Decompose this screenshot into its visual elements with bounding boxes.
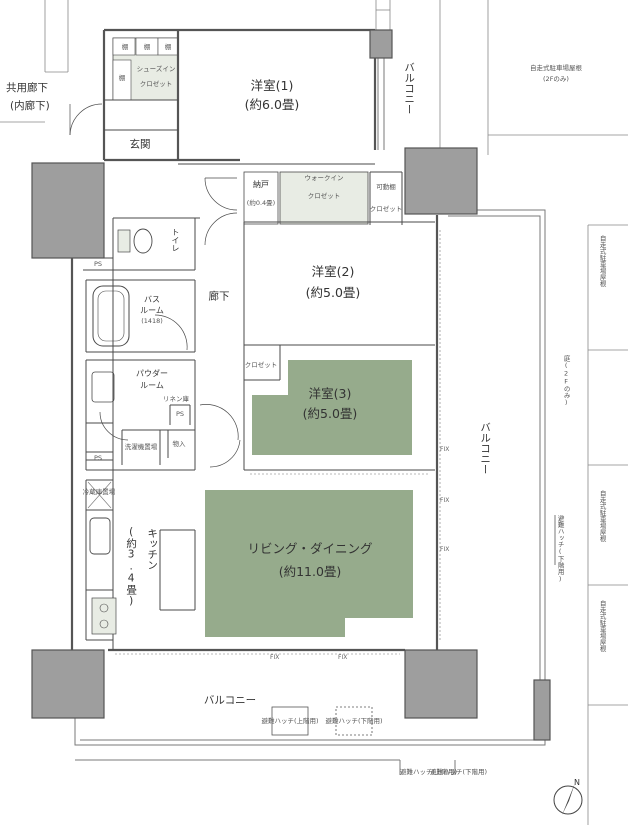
- walls: [70, 28, 439, 652]
- column-sw: [31, 649, 105, 719]
- closet-2-label: クロゼット: [369, 204, 403, 213]
- bathroom-sub: ルーム: [140, 306, 164, 315]
- compass-icon: [553, 783, 583, 815]
- room1-size: (約6.0畳): [244, 97, 300, 113]
- balcony-outline: [74, 58, 556, 775]
- fix-5: FIX: [338, 654, 348, 661]
- toilet-bowl: [133, 228, 153, 254]
- balcony-north-label: バルコニー: [403, 62, 416, 115]
- tana-4: 棚: [118, 73, 126, 82]
- kadoudana-label: 可動棚: [376, 182, 396, 191]
- walkin-label: ウォークイン: [304, 173, 344, 182]
- nando-label: 納戸: [253, 180, 269, 189]
- powder-sub: ルーム: [140, 381, 164, 390]
- garage-roof-1: 自走式駐車場屋根: [598, 235, 607, 287]
- fix-1: FIX: [440, 446, 450, 453]
- garage-roof-top: 自走式駐車場屋根: [530, 63, 582, 72]
- fridge-label: 冷蔵庫置場: [82, 487, 116, 496]
- room2-name: 洋室(2): [311, 264, 355, 280]
- hatch-upper-label: 避難ハッチ(上階用): [261, 716, 319, 725]
- evac-upper-bottom: 避難ハッチ(上階用): [400, 768, 458, 776]
- powder-label: パウダー: [136, 369, 168, 378]
- nando-fill: [243, 171, 279, 225]
- washer-label: 洗濯機置場: [124, 442, 158, 451]
- fix-3: FIX: [440, 546, 450, 553]
- column-se: [404, 649, 478, 719]
- linen-label: リネン庫: [163, 394, 189, 403]
- balcony-east-label: バルコニー: [479, 422, 492, 475]
- bathroom-size: (1418): [141, 316, 163, 325]
- walkin-fill: [279, 171, 369, 225]
- kitchen-sink: [89, 517, 111, 555]
- column-ne: [404, 147, 478, 215]
- common-corridor-label: 共用廊下: [6, 82, 48, 94]
- hatch-lower-box: [335, 706, 373, 736]
- nando-size: (約0.4畳): [246, 198, 276, 207]
- bathroom-label: バス: [144, 295, 160, 304]
- compass-label: N: [574, 778, 580, 787]
- garage-roof-3: 自走式駐車場屋根: [598, 600, 607, 652]
- living-size: (約11.0畳): [278, 564, 342, 580]
- genkan-label: 玄関: [129, 138, 151, 151]
- room3-fill: [252, 360, 412, 455]
- room-fills: [205, 360, 413, 637]
- hatch-upper-box: [271, 706, 309, 736]
- hatch-lower-label: 避難ハッチ(下階用): [325, 716, 383, 725]
- living-name: リビング・ダイニング: [247, 541, 373, 557]
- room2-size: (約5.0畳): [305, 285, 361, 301]
- kitchen-label: キッチン: [146, 528, 159, 570]
- partitions: [83, 99, 435, 650]
- common-corridor-sub: (内廊下): [10, 100, 50, 112]
- fix-2: FIX: [440, 497, 450, 504]
- tana-1: 棚: [121, 42, 129, 51]
- living-fill: [205, 490, 413, 637]
- room3-name: 洋室(3): [308, 386, 352, 402]
- bathtub: [92, 285, 130, 347]
- monoire-label: 物入: [172, 439, 186, 448]
- door-swings: [69, 103, 241, 468]
- ps-3-label: PS: [93, 453, 103, 462]
- evac-lower-bottom: 避難ハッチ(下階用): [430, 768, 488, 776]
- balcony-south-label: バルコニー: [203, 694, 257, 707]
- garage-roof-top-sub: (2Fのみ): [543, 74, 569, 83]
- tana-2: 棚: [143, 42, 151, 51]
- walkin-sub: クロゼット: [307, 191, 341, 200]
- shoes-in-sub: クロゼット: [139, 79, 173, 88]
- hallway-label: 廊下: [208, 290, 230, 303]
- room3-size: (約5.0畳): [302, 406, 358, 422]
- column-nw: [31, 162, 105, 259]
- ps-1-label: PS: [93, 259, 103, 268]
- garden-label: 庭(2Fのみ): [562, 355, 571, 407]
- tana-3: 棚: [164, 42, 172, 51]
- fix-4: FIX: [270, 654, 280, 661]
- room1-name: 洋室(1): [250, 78, 294, 94]
- garage-roof-2: 自走式駐車場屋根: [598, 490, 607, 542]
- toilet-label: トイレ: [171, 228, 180, 252]
- columns: [31, 29, 551, 741]
- powder-sink: [91, 371, 115, 403]
- evac-lower-label: 避難ハッチ(下階用): [556, 515, 565, 583]
- closet-3-label: クロゼット: [244, 360, 278, 369]
- kitchen-size: (約3.4畳): [125, 526, 138, 607]
- ps-2-label: PS: [175, 409, 185, 418]
- stove: [91, 597, 117, 635]
- window-marks: [115, 230, 441, 655]
- shoes-in-label: シューズイン: [136, 64, 176, 73]
